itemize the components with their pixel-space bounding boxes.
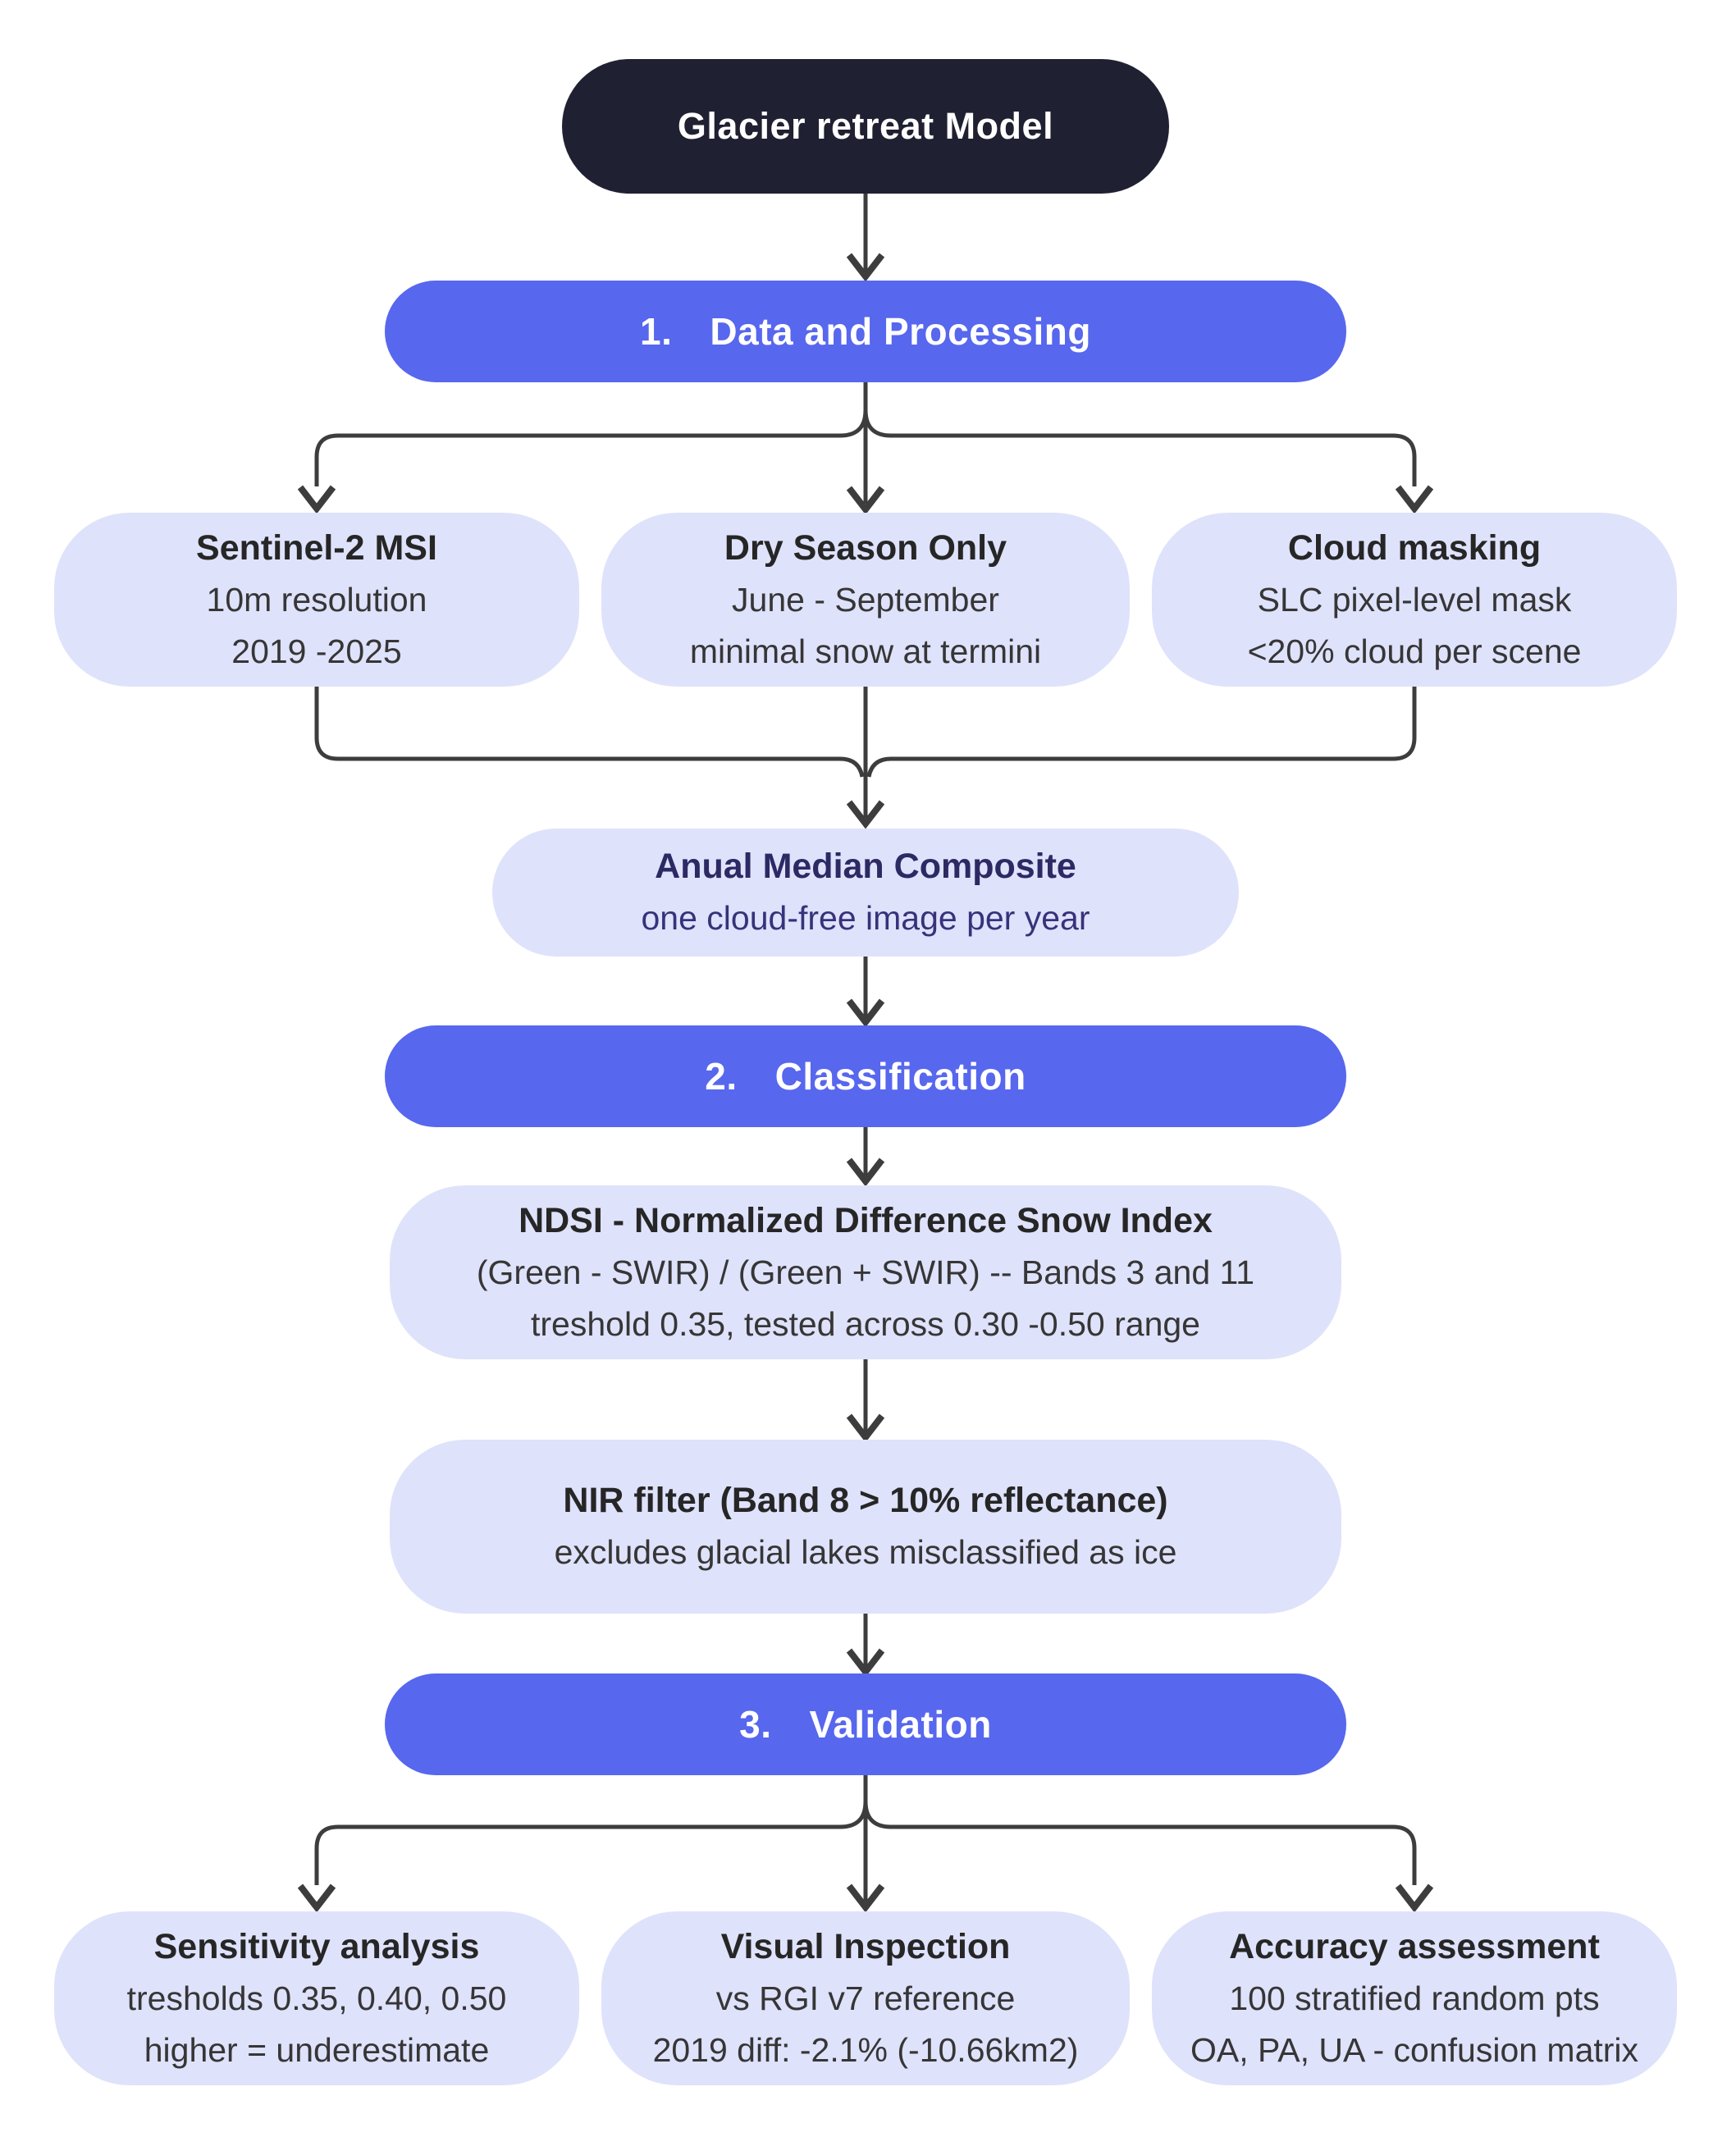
node-line: 10m resolution <box>206 580 427 619</box>
node-line: SLC pixel-level mask <box>1257 580 1572 619</box>
node-title: Sentinel-2 MSI <box>196 527 437 568</box>
node-title: Visual Inspection <box>720 1926 1011 1966</box>
arrowhead-icon <box>846 1413 885 1443</box>
node-line: 100 stratified random pts <box>1229 1979 1600 2017</box>
arrowhead-icon <box>846 1883 885 1913</box>
node-title: Anual Median Composite <box>655 847 1076 886</box>
node-title: Dry Season Only <box>724 527 1007 568</box>
merge-left-line <box>314 687 865 778</box>
node-line: June - September <box>732 580 999 619</box>
branch3-left-line <box>314 1801 868 1885</box>
stage-number: 1. <box>640 310 673 353</box>
node-annual-median-composite: Anual Median Composite one cloud-free im… <box>492 829 1239 957</box>
arrowhead-icon <box>846 800 885 829</box>
stage-classification: 2. Classification <box>385 1025 1346 1127</box>
node-accuracy-assessment: Accuracy assessment 100 stratified rando… <box>1152 1911 1677 2085</box>
node-title: NDSI - Normalized Difference Snow Index <box>519 1200 1213 1240</box>
node-line: OA, PA, UA - confusion matrix <box>1190 2030 1639 2069</box>
stage-label: Data and Processing <box>710 310 1091 353</box>
node-line: 2019 -2025 <box>231 632 402 670</box>
arrowhead-icon <box>846 253 885 282</box>
node-line: <20% cloud per scene <box>1247 632 1582 670</box>
node-sensitivity-analysis: Sensitivity analysis tresholds 0.35, 0.4… <box>54 1911 579 2085</box>
node-visual-inspection: Visual Inspection vs RGI v7 reference 20… <box>601 1911 1130 2085</box>
arrowhead-icon <box>297 1883 336 1913</box>
node-line: vs RGI v7 reference <box>715 1979 1016 2017</box>
node-line: (Green - SWIR) / (Green + SWIR) -- Bands… <box>476 1253 1255 1291</box>
node-dry-season-only: Dry Season Only June - September minimal… <box>601 513 1130 687</box>
node-line: minimal snow at termini <box>689 632 1042 670</box>
node-cloud-masking: Cloud masking SLC pixel-level mask <20% … <box>1152 513 1677 687</box>
node-title: Cloud masking <box>1287 527 1542 568</box>
node-title: Accuracy assessment <box>1229 1926 1600 1966</box>
branch3-right-line <box>863 1801 1417 1885</box>
node-title: NIR filter (Band 8 > 10% reflectance) <box>563 1481 1168 1520</box>
node-title: Sensitivity analysis <box>153 1926 480 1966</box>
node-line: excludes glacial lakes misclassified as … <box>554 1533 1177 1571</box>
node-ndsi: NDSI - Normalized Difference Snow Index … <box>390 1185 1341 1359</box>
arrowhead-icon <box>846 1648 885 1678</box>
node-line: higher = underestimate <box>144 2030 490 2069</box>
arrowhead-icon <box>846 998 885 1028</box>
node-line: tresholds 0.35, 0.40, 0.50 <box>126 1979 507 2017</box>
stage-number: 3. <box>739 1703 772 1746</box>
node-line: one cloud-free image per year <box>641 899 1090 937</box>
stage-validation: 3. Validation <box>385 1673 1346 1775</box>
stage-label: Validation <box>809 1703 992 1746</box>
arrowhead-icon <box>297 485 336 514</box>
node-sentinel-2-msi: Sentinel-2 MSI 10m resolution 2019 -2025 <box>54 513 579 687</box>
diagram-title: Glacier retreat Model <box>677 105 1054 147</box>
branch1-right-line <box>863 409 1417 486</box>
node-line: 2019 diff: -2.1% (-10.66km2) <box>652 2030 1079 2069</box>
stage-data-and-processing: 1. Data and Processing <box>385 281 1346 382</box>
stage-label: Classification <box>774 1055 1026 1098</box>
node-nir-filter: NIR filter (Band 8 > 10% reflectance) ex… <box>390 1440 1341 1614</box>
arrowhead-icon <box>846 1157 885 1187</box>
stage-number: 2. <box>705 1055 738 1098</box>
arrowhead-icon <box>1395 485 1434 514</box>
node-glacier-retreat-model: Glacier retreat Model <box>562 59 1169 194</box>
merge-right-line <box>866 687 1417 778</box>
arrowhead-icon <box>1395 1883 1434 1913</box>
node-line: treshold 0.35, tested across 0.30 -0.50 … <box>531 1304 1200 1343</box>
arrowhead-icon <box>846 486 885 515</box>
branch1-left-line <box>314 409 868 486</box>
